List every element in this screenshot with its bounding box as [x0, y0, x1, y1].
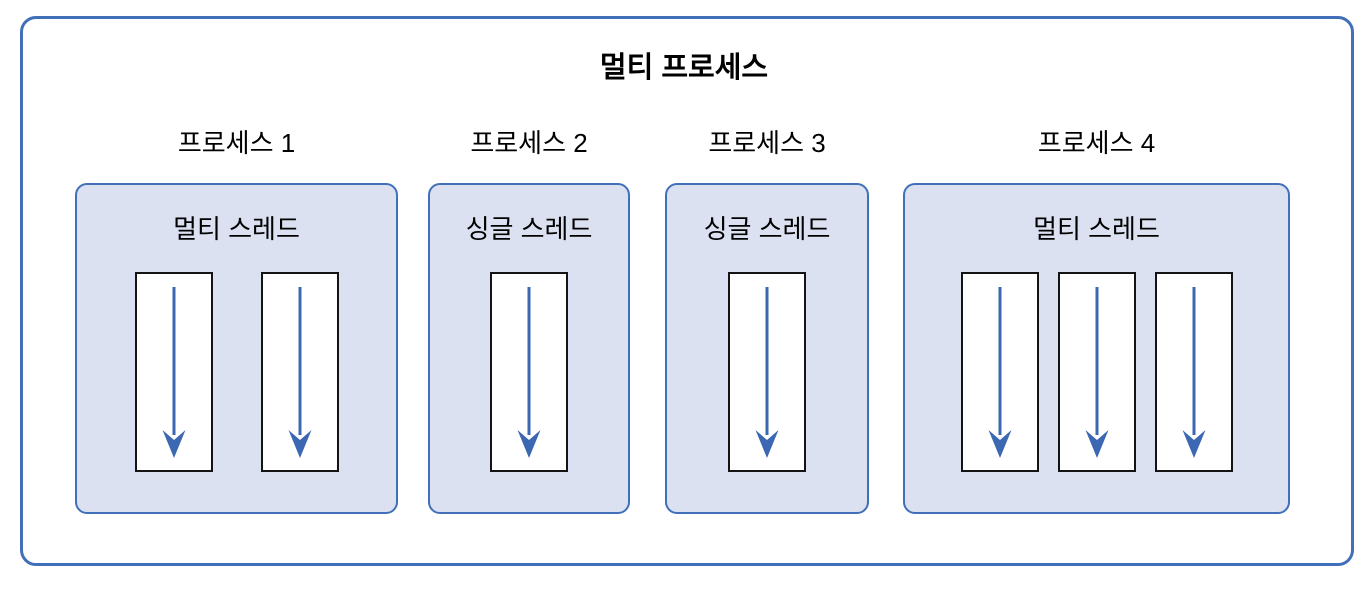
process-group-4: 프로세스 4 멀티 스레드: [903, 128, 1290, 514]
process-3-label: 프로세스 3: [708, 128, 826, 158]
thread-arrow-icon: [988, 287, 1011, 458]
process-1-thread-label: 멀티 스레드: [173, 214, 300, 244]
process-2-thread-row: [490, 272, 568, 472]
process-4-thread-label: 멀티 스레드: [1033, 214, 1160, 244]
process-2-thread-label: 싱글 스레드: [465, 214, 593, 244]
process-1-label: 프로세스 1: [177, 128, 296, 158]
process-4-label: 프로세스 4: [1037, 128, 1156, 158]
process-group-2: 프로세스 2 싱글 스레드: [428, 128, 630, 514]
process-4-box: 멀티 스레드: [903, 183, 1290, 514]
thread-arrow-icon: [162, 287, 185, 458]
thread-rect: [490, 272, 568, 472]
thread-rect: [960, 272, 1039, 472]
process-group-3: 프로세스 3 싱글 스레드: [665, 128, 869, 514]
thread-arrow-icon: [288, 287, 311, 458]
thread-arrow-icon: [517, 287, 541, 458]
thread-arrow-icon: [755, 287, 779, 458]
process-3-box: 싱글 스레드: [665, 183, 869, 514]
process-2-label: 프로세스 2: [470, 128, 588, 158]
process-group-1: 프로세스 1 멀티 스레드: [75, 128, 398, 514]
thread-arrow-icon: [1085, 287, 1108, 458]
thread-arrow-icon: [1182, 287, 1205, 458]
process-3-thread-label: 싱글 스레드: [703, 214, 831, 244]
process-1-thread-row: [134, 272, 339, 472]
thread-rect: [260, 272, 339, 472]
thread-rect: [728, 272, 806, 472]
thread-rect: [1154, 272, 1233, 472]
process-2-box: 싱글 스레드: [428, 183, 630, 514]
process-3-thread-row: [728, 272, 806, 472]
process-1-box: 멀티 스레드: [75, 183, 398, 514]
process-4-thread-row: [960, 272, 1233, 472]
thread-rect: [1057, 272, 1136, 472]
diagram-title: 멀티 프로세스: [599, 52, 769, 84]
thread-rect: [134, 272, 213, 472]
